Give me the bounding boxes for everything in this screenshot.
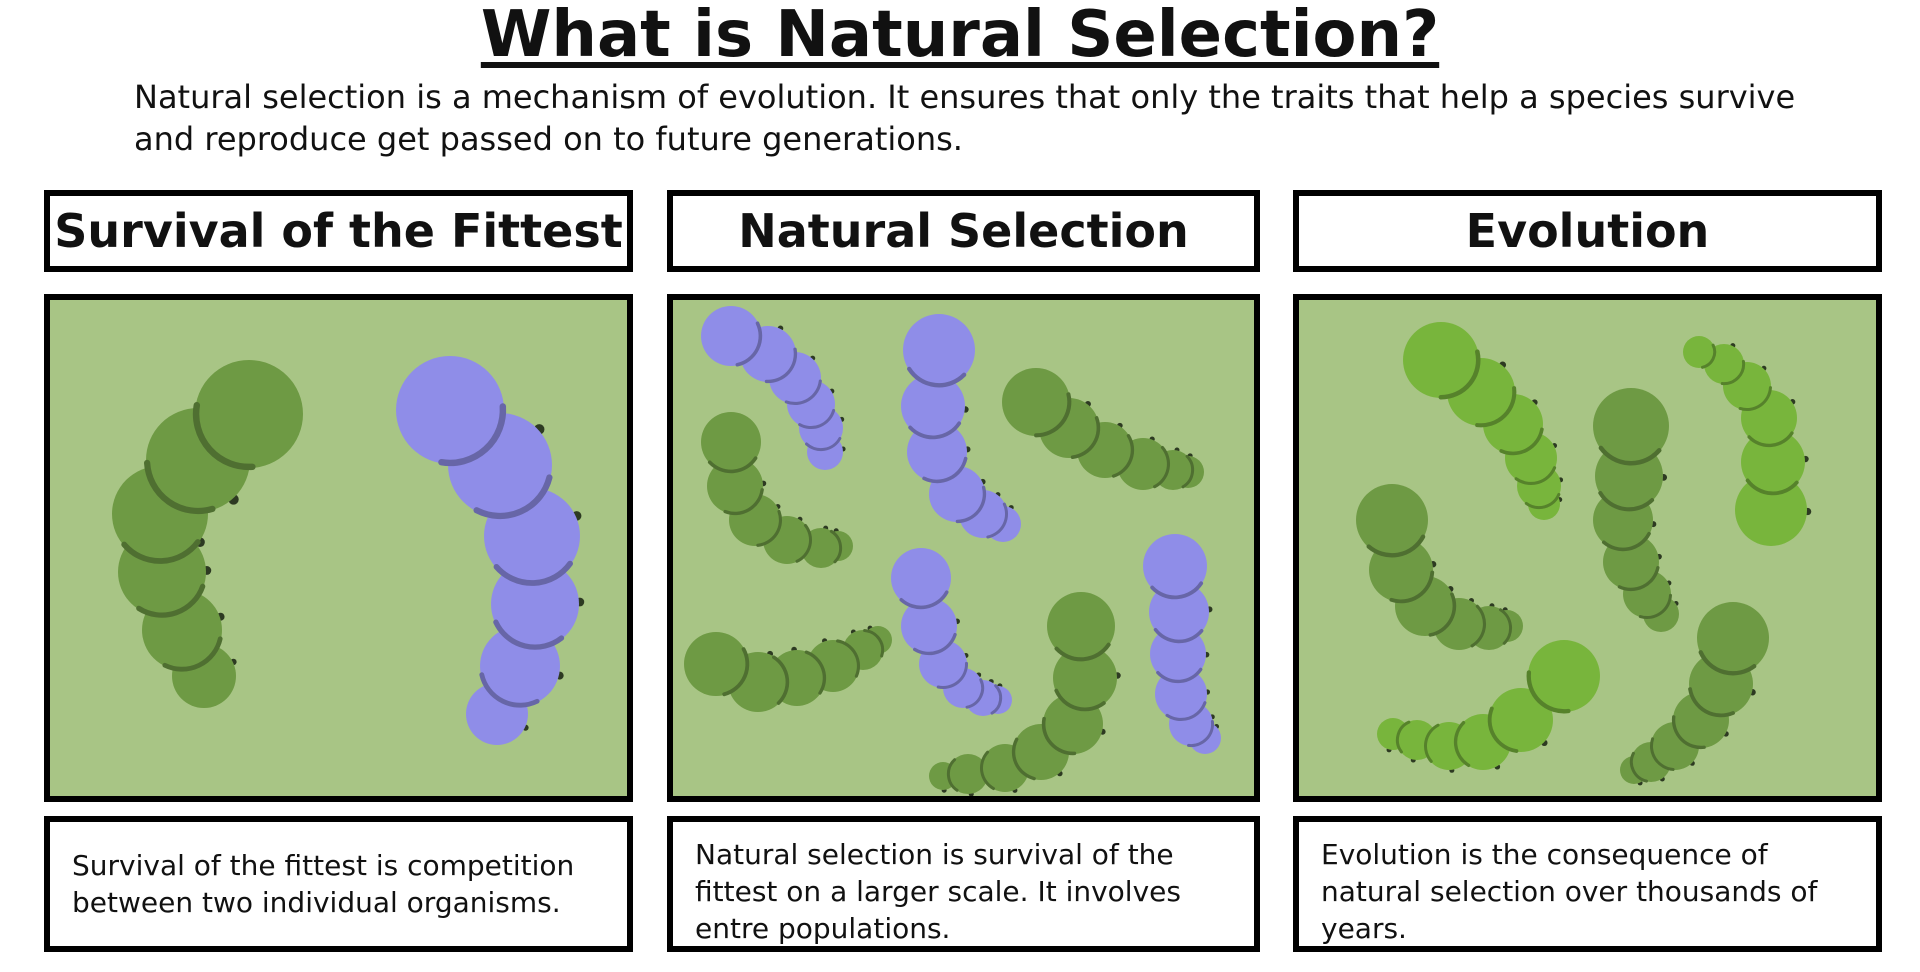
caterpillar-purple-4 bbox=[1143, 534, 1221, 754]
caterpillar-green-1 bbox=[1002, 368, 1204, 490]
heading-survival-of-the-fittest: Survival of the Fittest bbox=[44, 190, 633, 272]
panel-survival-of-the-fittest bbox=[44, 294, 633, 802]
page-title: What is Natural Selection? bbox=[480, 0, 1440, 72]
caption-natural-selection: Natural selection is survival of the fit… bbox=[667, 816, 1260, 952]
caterpillar-purple-2 bbox=[901, 314, 1021, 542]
illustration-evolved-population bbox=[1356, 322, 1812, 786]
caterpillar-light-2 bbox=[1683, 336, 1812, 546]
caterpillar-light-3 bbox=[1377, 640, 1600, 773]
caption-evolution: Evolution is the consequence of natural … bbox=[1293, 816, 1882, 952]
heading-evolution: Evolution bbox=[1293, 190, 1882, 272]
caterpillar-green bbox=[112, 360, 303, 708]
caterpillar-green-4 bbox=[929, 592, 1121, 796]
caterpillar-green-5 bbox=[1593, 388, 1679, 632]
caterpillar-purple bbox=[396, 356, 585, 745]
caterpillar-green-2 bbox=[701, 412, 853, 568]
intro-text: Natural selection is a mechanism of evol… bbox=[134, 78, 1796, 158]
heading-natural-selection: Natural Selection bbox=[667, 190, 1260, 272]
caption-survival-of-the-fittest: Survival of the fittest is competition b… bbox=[44, 816, 633, 952]
caterpillar-green-3 bbox=[684, 625, 892, 712]
illustration-two-caterpillars bbox=[112, 356, 585, 745]
illustration-mixed-population bbox=[684, 306, 1221, 796]
caterpillar-green-6 bbox=[1356, 484, 1523, 650]
caterpillar-purple-3 bbox=[891, 548, 1012, 716]
panel-natural-selection bbox=[667, 294, 1260, 802]
panel-evolution bbox=[1293, 294, 1882, 802]
caterpillar-green-7 bbox=[1620, 602, 1769, 786]
caterpillar-light-1 bbox=[1403, 322, 1564, 520]
caterpillar-purple-1 bbox=[701, 306, 846, 470]
